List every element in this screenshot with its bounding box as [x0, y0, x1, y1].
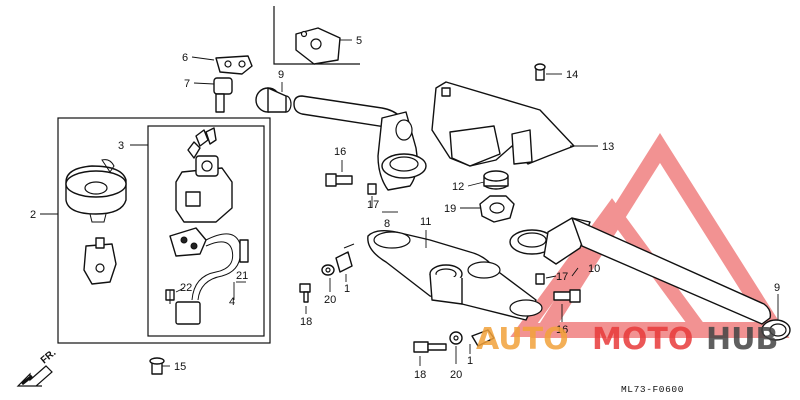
pin-17a-part	[367, 183, 377, 195]
callout-13: 13	[602, 141, 614, 153]
bolt-16b-part	[553, 289, 581, 303]
diagram-code: ML73-F0600	[621, 384, 684, 395]
callout-6: 6	[182, 52, 188, 64]
callout-9-right: 9	[774, 282, 780, 294]
nut-19-part	[479, 195, 515, 223]
pin-17b-part	[535, 273, 545, 285]
ignition-switch-subframe	[147, 125, 265, 337]
top-bridge-11-part	[367, 229, 543, 321]
callout-1-bottom: 1	[467, 355, 473, 367]
callout-4: 4	[229, 296, 235, 308]
top-frame-group	[273, 6, 360, 65]
clip-1b-part	[471, 329, 495, 347]
callout-19: 19	[444, 203, 456, 215]
cap-12-part	[483, 170, 509, 190]
watermark-brand-part1: AUTO	[476, 322, 569, 357]
ignition-switch-part	[175, 127, 233, 223]
watermark-brand-text: AUTO MOTO HUB	[476, 322, 778, 357]
watermark-brand-part3: HUB	[706, 322, 778, 357]
callout-18-left: 18	[300, 316, 312, 328]
left-handlebar-part	[293, 95, 427, 191]
washer-20a-part	[321, 264, 335, 276]
washer-20b-part	[449, 331, 463, 345]
leader-lines	[40, 39, 779, 367]
callout-2: 2	[30, 209, 36, 221]
top-cover-13-part	[431, 81, 575, 167]
clip-1a-part	[335, 243, 355, 273]
callout-17-lower: 17	[556, 271, 568, 283]
callout-8: 8	[384, 218, 390, 230]
bolt-18b-part	[413, 341, 447, 353]
part-callouts: 2 3 4 5 6 7 8 9 9 10 11 12 13 14 15 16 1…	[30, 35, 780, 381]
bolt-15-part	[149, 357, 165, 375]
callout-16-upper: 16	[334, 146, 346, 158]
watermark-brand-part2: MOTO	[592, 322, 693, 357]
callout-11: 11	[420, 216, 431, 228]
callout-1-left: 1	[344, 283, 350, 295]
bolt-16a-part	[325, 173, 353, 187]
front-direction-indicator: FR.	[16, 347, 59, 387]
callout-14: 14	[566, 69, 578, 81]
switch-bracket-part	[83, 237, 117, 285]
callout-9-upper: 9	[278, 69, 284, 81]
bolt-18a-part	[299, 283, 311, 303]
callout-22: 22	[180, 282, 192, 294]
bolt-14-part	[534, 63, 546, 81]
ignition-group-frame	[57, 117, 271, 344]
callout-15: 15	[174, 361, 186, 373]
callout-21: 21	[236, 270, 248, 282]
callout-17-upper: 17	[367, 199, 379, 211]
callout-20-bottom: 20	[450, 369, 462, 381]
screw-22-part	[165, 289, 175, 304]
right-handlebar-part	[509, 217, 791, 341]
callout-3: 3	[118, 140, 124, 152]
callout-5: 5	[356, 35, 362, 47]
switch-harness-part	[169, 227, 249, 325]
callout-16-lower: 16	[556, 324, 568, 336]
front-label: FR.	[39, 347, 59, 366]
callout-12: 12	[452, 181, 464, 193]
callout-7: 7	[184, 78, 190, 90]
plate-6-part	[215, 55, 253, 75]
switch-cover-part	[65, 159, 127, 223]
key-7-part	[213, 77, 233, 113]
callout-10: 10	[588, 263, 600, 275]
callout-18-bottom: 18	[414, 369, 426, 381]
bar-end-9-part	[255, 87, 292, 113]
callout-20-left: 20	[324, 294, 336, 306]
